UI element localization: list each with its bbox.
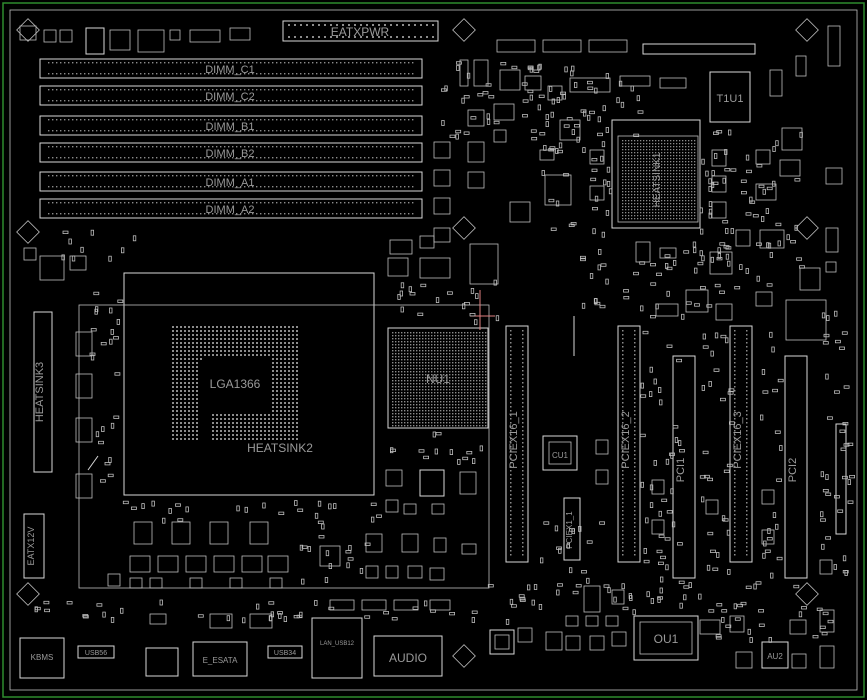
mid-components <box>389 103 605 255</box>
audio-connector <box>373 635 443 677</box>
au2-label: AU2 <box>767 652 783 661</box>
t1u1-label: T1U1 <box>717 93 744 105</box>
heatsink2-label: HEATSINK2 <box>247 441 313 455</box>
pciex1-1-slot <box>563 497 581 561</box>
au2-chip <box>761 641 789 669</box>
kbms-connector <box>19 637 65 679</box>
top-right-components <box>459 25 841 123</box>
pciex16-3-label: PCIEX16_3 <box>732 411 744 468</box>
pciex16-2-label: PCIEX16_2 <box>620 411 632 468</box>
usb34-connector <box>267 645 303 659</box>
esata-label: E_ESATA <box>203 656 238 665</box>
pci1-label: PCI1 <box>675 458 687 482</box>
right-components <box>635 127 847 535</box>
pci2-label: PCI2 <box>787 458 799 482</box>
eatxpwr-label: EATXPWR <box>331 25 390 39</box>
dimm-c1-label: DIMM_C1 <box>205 64 255 76</box>
dimm-c2-slot <box>39 85 423 106</box>
small-connector <box>145 647 179 677</box>
dimm-a1-label: DIMM_A1 <box>206 177 255 189</box>
northbridge-bga: HEATSINK1 <box>611 119 701 229</box>
dimm-slots <box>39 58 423 219</box>
cpu-socket <box>78 272 490 589</box>
lga1366-label: LGA1366 <box>210 377 261 391</box>
nu1-label: NU1 <box>426 372 450 386</box>
left-vrm: HEATSINK3 <box>23 247 93 499</box>
dimm-a2-label: DIMM_A2 <box>206 204 255 216</box>
lan-usb12-label: LAN_USB12 <box>320 641 355 647</box>
nu1-bga <box>387 327 489 429</box>
svg-text:HEATSINK1: HEATSINK1 <box>652 152 663 207</box>
usb34-label: USB34 <box>274 650 296 657</box>
usb56-label: USB56 <box>85 650 107 657</box>
board-edge <box>9 9 858 691</box>
usb56-connector <box>77 645 115 659</box>
dimm-b2-label: DIMM_B2 <box>206 148 255 160</box>
dimm-a2-slot <box>39 198 423 219</box>
kbms-label: KBMS <box>31 653 54 662</box>
dimm-c2-label: DIMM_C2 <box>205 91 255 103</box>
chipset-components <box>365 243 499 581</box>
dimm-c1-slot <box>39 58 423 79</box>
top-components <box>19 25 251 55</box>
l1u1-chip <box>489 629 515 655</box>
ou1-chip <box>633 615 699 661</box>
cu1-chip <box>542 435 578 471</box>
pci2-slot <box>784 355 808 579</box>
bottom-vrm <box>107 521 341 589</box>
eatxpwr-connector <box>282 20 439 42</box>
scatter-pads <box>34 61 855 643</box>
esata-connector <box>192 641 248 677</box>
dimm-a1-slot <box>39 171 423 192</box>
cu1-label: CU1 <box>552 451 569 460</box>
bottom-components <box>149 585 835 669</box>
mounting-holes <box>16 18 819 668</box>
slot-side-components <box>595 439 833 575</box>
eatx12v-connector <box>23 513 45 579</box>
audio-label: AUDIO <box>389 651 427 665</box>
dimm-b1-slot <box>39 115 423 136</box>
pciex16-1-slot <box>505 325 529 563</box>
eatx12v-label: EATX12V <box>26 527 36 566</box>
pciex16-3-slot <box>729 325 753 563</box>
lan-usb12-connector <box>311 617 363 679</box>
dimm-b1-label: DIMM_B1 <box>206 121 255 133</box>
ou1-label: OU1 <box>654 632 679 646</box>
pciex16-1-label: PCIEX16_1 <box>508 411 520 468</box>
dimm-b2-slot <box>39 142 423 163</box>
pciex16-2-slot <box>617 325 641 563</box>
svg-text:HEATSINK3: HEATSINK3 <box>34 362 46 422</box>
pci1-slot <box>672 355 696 579</box>
